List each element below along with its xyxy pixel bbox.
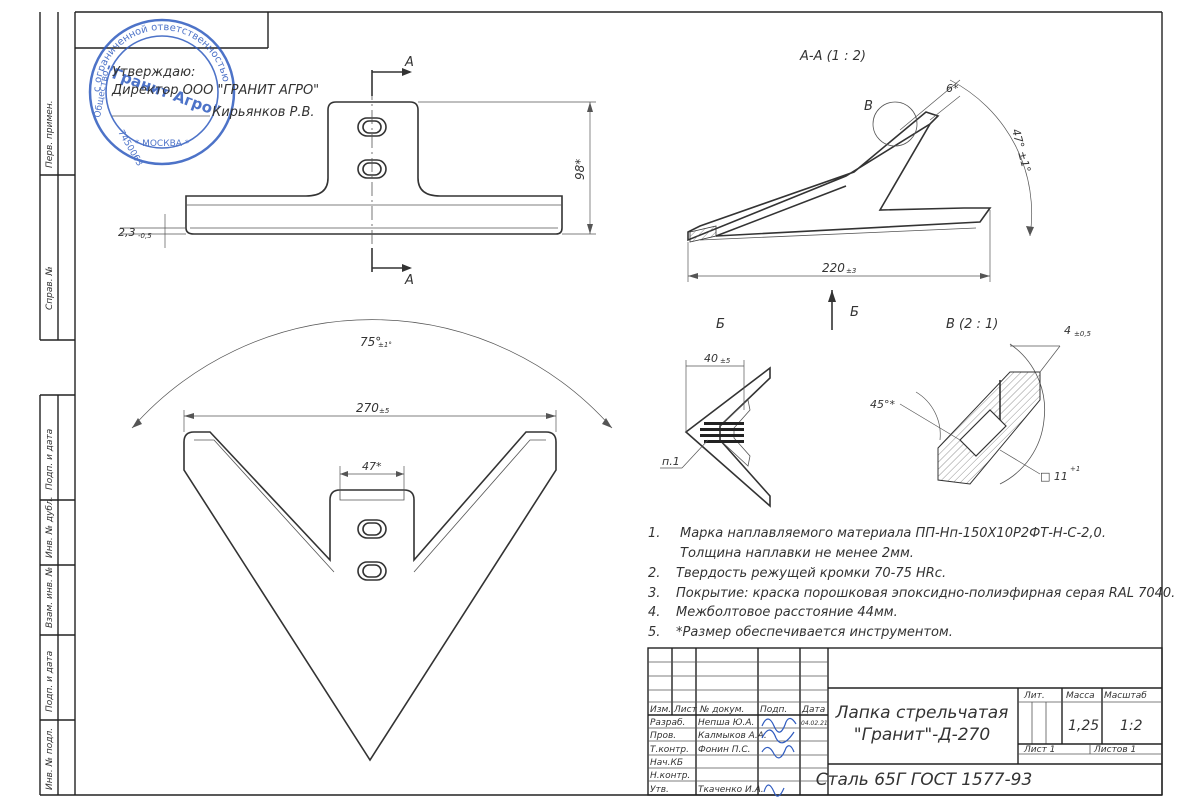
technical-notes: 1. Марка наплавляемого материала ПП-Нп-1… bbox=[648, 526, 1175, 640]
tb-header-izm: Изм. bbox=[650, 705, 671, 715]
dim-length: 220 bbox=[822, 261, 845, 275]
label-inv-podl: Инв. № подл. bbox=[45, 728, 55, 790]
note-text-2: Твердость режущей кромки 70-75 HRc. bbox=[676, 566, 946, 581]
dim-b-40: 40 bbox=[704, 352, 718, 365]
tb-role-nkontr: Н.контр. bbox=[650, 771, 690, 781]
tb-sheets: Листов 1 bbox=[1093, 745, 1136, 755]
note-num-4: 4. bbox=[648, 605, 660, 620]
dim-angle-47: 47° ±1° bbox=[1009, 127, 1033, 174]
tb-name-prov: Калмыков А.А. bbox=[698, 731, 767, 741]
tb-header-dokum: № докум. bbox=[699, 705, 744, 715]
dim-height: 98* bbox=[573, 159, 587, 180]
section-a-a: А-А (1 : 2) В 6* 47° ±1° 220 ±3 Б bbox=[687, 49, 1034, 330]
note-text-5: *Размер обеспечивается инструментом. bbox=[676, 625, 953, 640]
section-a-title: А-А (1 : 2) bbox=[799, 49, 866, 64]
label-perv-primen: Перв. примен. bbox=[45, 100, 55, 168]
b-hatch-stripes bbox=[700, 422, 744, 443]
tb-role-razrab: Разраб. bbox=[650, 718, 685, 728]
tb-header-data: Дата bbox=[801, 705, 825, 715]
label-inv-dubl: Инв. № дубл. bbox=[45, 496, 55, 558]
note-num-3: 3. bbox=[648, 586, 660, 601]
tb-name-razrab: Непша Ю.А. bbox=[698, 718, 754, 728]
svg-text:* МОСКВА *: * МОСКВА * bbox=[135, 139, 190, 149]
tb-header-podp: Подп. bbox=[760, 705, 787, 715]
dim-thickness: 2,3 bbox=[118, 226, 136, 239]
tb-mass: 1,25 bbox=[1068, 718, 1099, 734]
tb-material: Сталь 65Г ГОСТ 1577-93 bbox=[816, 770, 1033, 790]
note-text-3: Покрытие: краска порошковая эпоксидно-по… bbox=[676, 586, 1175, 601]
front-view: А А 98* 2,3 -0,5 bbox=[118, 55, 596, 288]
dim-width-270-tol: ±5 bbox=[379, 407, 390, 415]
dim-b-p1: п.1 bbox=[662, 455, 680, 468]
dim-thickness-tol: -0,5 bbox=[138, 232, 152, 240]
tb-header-list: Лист bbox=[673, 705, 698, 715]
detail-v-label: В (2 : 1) bbox=[946, 317, 998, 332]
tb-role-prov: Пров. bbox=[650, 731, 676, 741]
label-podp-data-2: Подп. и дата bbox=[45, 651, 55, 712]
side-labels: Перв. примен. Справ. № Подп. и дата Инв.… bbox=[45, 100, 55, 790]
note-text-1b: Толщина наплавки не менее 2мм. bbox=[680, 546, 914, 561]
tb-sheet: Лист 1 bbox=[1023, 745, 1055, 755]
view-b: Б 40 ±5 п.1 bbox=[660, 317, 771, 508]
note-num-1: 1. bbox=[648, 526, 660, 541]
note-num-5: 5. bbox=[648, 625, 660, 640]
section-v-circle: В bbox=[864, 99, 873, 114]
view-b-label: Б bbox=[716, 317, 725, 332]
section-a-top: А bbox=[404, 55, 414, 70]
approval-block: Утверждаю: Директор ООО "ГРАНИТ АГРО" Ки… bbox=[111, 65, 319, 120]
tb-scale-label: Масштаб bbox=[1104, 691, 1147, 701]
tb-name-utv: Ткаченко И.А. bbox=[698, 785, 764, 795]
dim-length-tol: ±3 bbox=[846, 267, 856, 275]
detail-v: В (2 : 1) 4 ±0,5 45°* □ 11 +1 bbox=[870, 317, 1092, 485]
approval-line-1: Утверждаю: bbox=[112, 65, 195, 80]
note-text-1: Марка наплавляемого материала ПП-Нп-150Х… bbox=[680, 526, 1106, 541]
label-vzam-inv: Взам. инв. № bbox=[45, 567, 55, 628]
signatures bbox=[761, 717, 797, 797]
tb-mass-label: Масса bbox=[1066, 691, 1095, 701]
dim-angle-6: 6* bbox=[946, 82, 959, 95]
dim-width-47: 47* bbox=[362, 460, 382, 473]
label-podp-data-1: Подп. и дата bbox=[45, 429, 55, 490]
approval-line-2: Директор ООО "ГРАНИТ АГРО" bbox=[111, 83, 319, 98]
label-sprav: Справ. № bbox=[45, 266, 55, 310]
approval-line-3: Кирьянков Р.В. bbox=[212, 105, 315, 120]
tb-role-nachkb: Нач.КБ bbox=[650, 758, 683, 768]
dim-angle-75: 75° bbox=[360, 335, 381, 349]
note-text-4: Межболтовое расстояние 44мм. bbox=[676, 605, 898, 620]
tb-title-line-2: "Гранит"-Д-270 bbox=[854, 725, 990, 745]
tb-date-razrab: 04.02.21 bbox=[801, 720, 828, 727]
b-arrow-label: Б bbox=[850, 305, 859, 320]
tb-scale: 1:2 bbox=[1120, 718, 1143, 734]
dim-angle-75-tol: ±1° bbox=[378, 341, 392, 349]
dim-width-270: 270 bbox=[356, 401, 379, 415]
dim-v-11-tol: +1 bbox=[1070, 465, 1080, 473]
tb-title-line-1: Лапка стрельчатая bbox=[835, 703, 1009, 723]
tb-name-tkontr: Фонин П.С. bbox=[698, 745, 751, 755]
dim-v-11: □ 11 bbox=[1040, 470, 1068, 483]
sheet-frame bbox=[39, 11, 1163, 796]
dim-v-4: 4 bbox=[1064, 324, 1071, 337]
title-block: Изм. Лист № докум. Подп. Дата Разраб. Не… bbox=[647, 647, 1163, 797]
dim-v-45: 45°* bbox=[870, 398, 895, 411]
tb-lit-label: Лит. bbox=[1023, 691, 1045, 701]
dim-v-4-tol: ±0,5 bbox=[1074, 330, 1092, 338]
plan-view: 75° ±1° 270 ±5 47* bbox=[131, 319, 613, 762]
note-num-2: 2. bbox=[648, 566, 660, 581]
tb-role-tkontr: Т.контр. bbox=[650, 745, 689, 755]
section-a-bottom: А bbox=[404, 273, 414, 288]
dim-b-40-tol: ±5 bbox=[720, 357, 731, 365]
tb-role-utv: Утв. bbox=[650, 785, 669, 795]
